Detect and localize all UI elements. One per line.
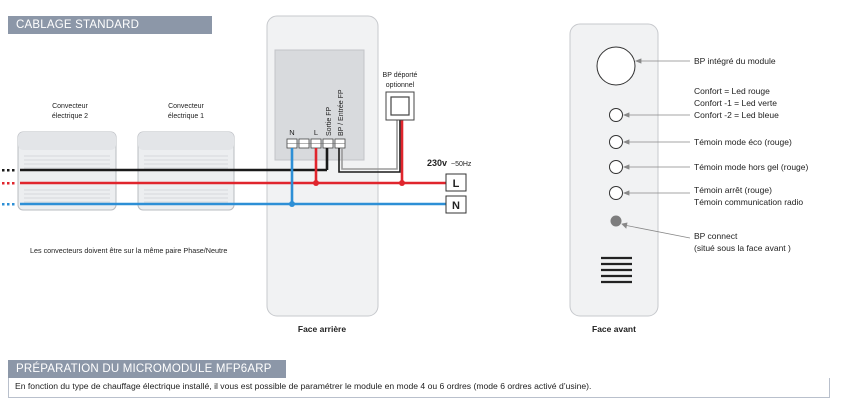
label-eco: Témoin mode éco (rouge) [694, 137, 792, 147]
dots-red [2, 182, 15, 185]
terminal-l-label: L [314, 128, 318, 137]
voltage-frequency: ~50Hz [451, 161, 472, 168]
terminal-block [286, 138, 346, 149]
remote-button-label-line2: optionnel [386, 82, 415, 89]
convector-2-label-line1: Convecteur [52, 103, 88, 110]
label-arret-2: Témoin communication radio [694, 197, 803, 207]
terminal-n-label: N [289, 128, 294, 137]
terminal-entree-label: BP / Entrée FP [338, 89, 345, 136]
line-n-box [445, 195, 467, 214]
convector-2-label-line2: électrique 2 [52, 113, 88, 120]
section-title-preparation: PRÉPARATION DU MICROMODULE MFP6ARP [8, 360, 286, 378]
rear-caption: Face arrière [298, 324, 346, 334]
convector-1-label-line1: Convecteur [168, 103, 204, 110]
remote-button-label-line1: BP déporté [383, 72, 418, 79]
label-bp-integrated: BP intégré du module [694, 56, 776, 66]
wire-phase-red [20, 148, 446, 185]
line-l-label: L [453, 178, 460, 190]
speaker-grille [601, 256, 632, 284]
front-caption: Face avant [592, 324, 636, 334]
wire-neutral-blue [20, 148, 446, 206]
remote-button-box [385, 91, 415, 121]
dots-black [2, 169, 15, 172]
convector-1-label-line2: électrique 1 [168, 113, 204, 120]
voltage-label: 230v [427, 158, 447, 168]
convector-note: Les convecteurs doivent être sur la même… [30, 246, 227, 255]
label-hors-gel: Témoin mode hors gel (rouge) [694, 162, 809, 172]
led-hors-gel [609, 160, 623, 174]
line-l-box [445, 173, 467, 192]
preparation-text: En fonction du type de chauffage électri… [8, 378, 830, 398]
connect-button [610, 215, 622, 227]
wire-remote-button [338, 120, 404, 183]
section-title-cablage: CABLAGE STANDARD [8, 16, 212, 34]
dots-blue [2, 203, 15, 206]
leader-lines [621, 58, 691, 239]
label-connect-2: (situé sous la face avant ) [694, 243, 791, 253]
line-n-label: N [452, 200, 460, 212]
led-confort [609, 108, 623, 122]
terminal-sortie-label: Sortie FP [326, 106, 333, 136]
wire-pilot-black [20, 148, 329, 172]
led-arret [609, 186, 623, 200]
led-eco [609, 135, 623, 149]
label-confort-3: Confort -2 = Led bleue [694, 110, 779, 120]
label-connect-1: BP connect [694, 231, 738, 241]
integrated-button [596, 46, 636, 86]
label-arret-1: Témoin arrêt (rouge) [694, 185, 772, 195]
label-confort-1: Confort = Led rouge [694, 86, 770, 96]
label-confort-2: Confort -1 = Led verte [694, 98, 777, 108]
